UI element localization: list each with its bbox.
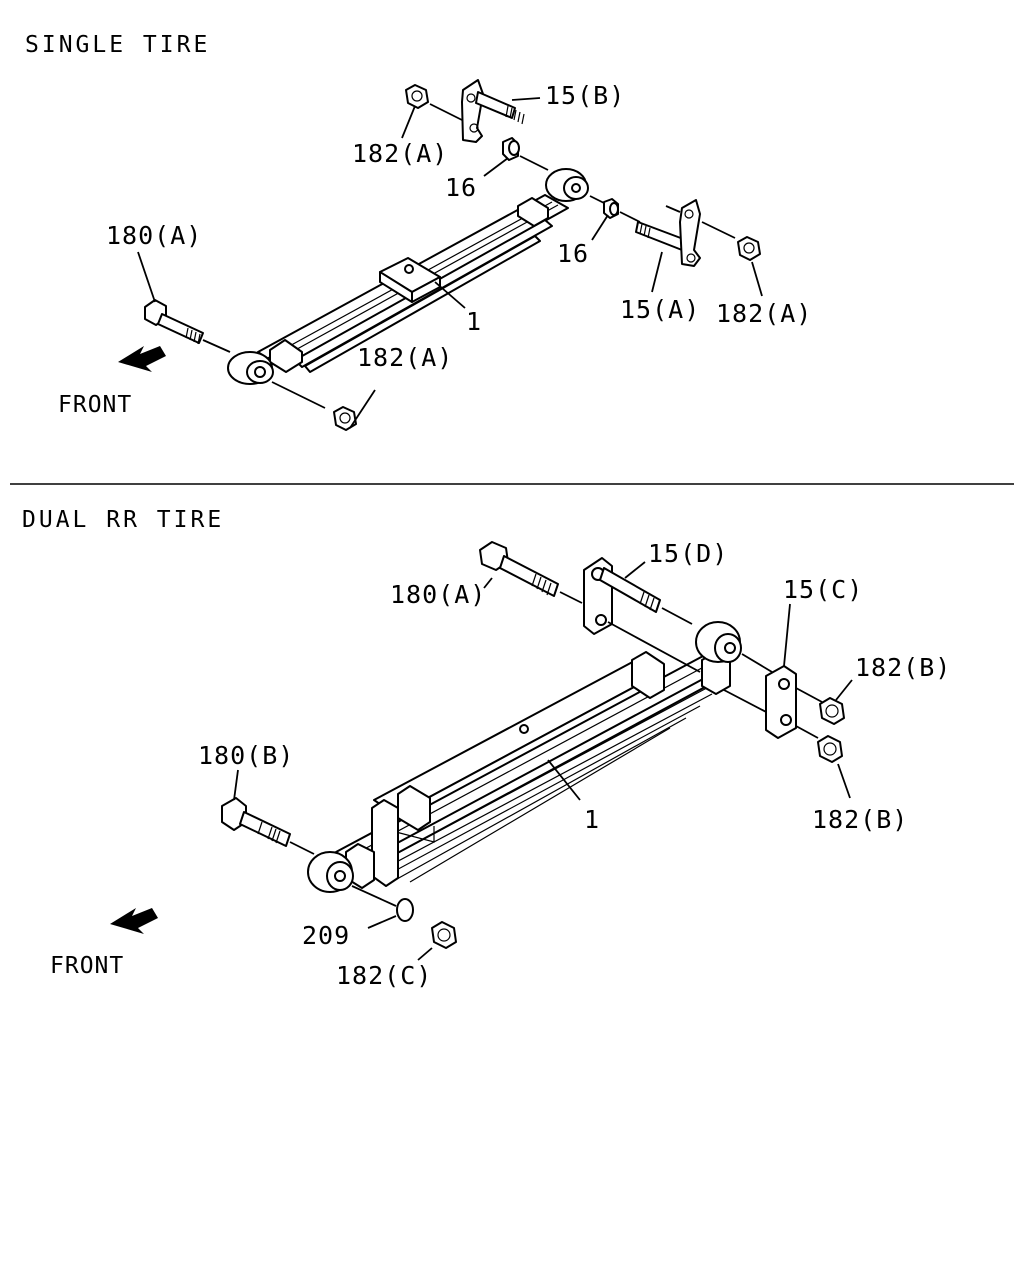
nut-182a-upper — [405, 84, 463, 121]
callout-1: 1 — [584, 805, 600, 834]
nut-182a-front — [271, 381, 357, 431]
callout-180b: 180(B) — [198, 741, 294, 770]
shackle-15c — [723, 653, 823, 739]
callout-16-lower: 16 — [557, 239, 589, 268]
callout-182a-right: 182(A) — [716, 299, 812, 328]
callout-15c: 15(C) — [783, 575, 863, 604]
nut-182b-lower — [817, 735, 843, 763]
shackle-15d — [583, 557, 701, 673]
leaf-spring-single — [227, 168, 589, 385]
bushing-16-upper — [502, 137, 549, 171]
callout-15a: 15(A) — [620, 295, 700, 324]
nut-182a-right — [737, 236, 761, 261]
front-arrow-icon — [110, 908, 158, 934]
callout-182a-upper: 182(A) — [352, 139, 448, 168]
nut-182c — [431, 921, 457, 949]
section-title: DUAL RR TIRE — [22, 507, 224, 533]
bolt-180b — [221, 797, 315, 855]
bushing-16-lower — [589, 195, 641, 223]
section-single-tire: SINGLE TIRE — [25, 32, 812, 431]
callout-180a: 180(A) — [106, 221, 202, 250]
callout-182a-lower: 182(A) — [357, 343, 453, 372]
washer-209 — [351, 885, 414, 922]
callout-15d: 15(D) — [648, 539, 728, 568]
callout-16-upper: 16 — [445, 173, 477, 202]
section-dual-rr-tire: DUAL RR TIRE — [22, 507, 951, 990]
callout-1: 1 — [466, 307, 482, 336]
front-arrow-icon — [118, 346, 166, 372]
shackle-15b — [461, 79, 525, 143]
callout-182b-lower: 182(B) — [812, 805, 908, 834]
callout-182c: 182(C) — [336, 961, 432, 990]
shackle-15a — [635, 199, 736, 267]
bolt-180a-dual — [479, 541, 583, 604]
callout-15b: 15(B) — [545, 81, 625, 110]
callout-209: 209 — [302, 921, 350, 950]
nut-182b-upper — [819, 697, 845, 725]
front-label: FRONT — [58, 392, 132, 418]
callout-180a: 180(A) — [390, 580, 486, 609]
leaf-spring-dual — [307, 621, 742, 893]
bolt-180a — [144, 299, 231, 353]
front-label: FRONT — [50, 953, 124, 979]
callout-182b-upper: 182(B) — [855, 653, 951, 682]
section-title: SINGLE TIRE — [25, 32, 210, 58]
